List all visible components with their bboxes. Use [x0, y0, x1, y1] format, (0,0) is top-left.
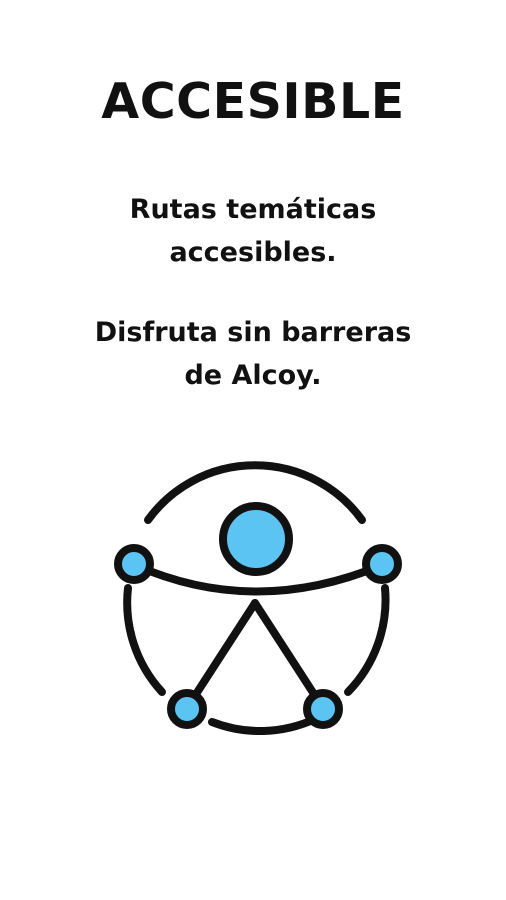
description-line-4: de Alcoy. — [184, 360, 322, 391]
right-foot-dot — [303, 689, 343, 729]
description-line-1: Rutas temáticas — [129, 194, 377, 225]
left-hand-dot — [114, 544, 154, 584]
description-line-2: accesibles. — [169, 237, 337, 268]
left-foot-dot — [167, 689, 207, 729]
ring-bottom-arc — [208, 715, 319, 735]
left-leg-line — [183, 599, 259, 712]
arms-line — [131, 561, 386, 596]
description-line-3: Disfruta sin barreras — [94, 317, 412, 348]
right-hand-dot — [362, 544, 402, 584]
right-leg-line — [251, 599, 327, 712]
page-title: ACCESIBLE — [101, 73, 405, 130]
ring-left-arc — [123, 584, 166, 696]
head-dot — [219, 502, 293, 576]
ring-top-arc — [144, 461, 366, 524]
ring-right-arc — [344, 584, 390, 696]
accessibility-icon — [114, 461, 402, 735]
